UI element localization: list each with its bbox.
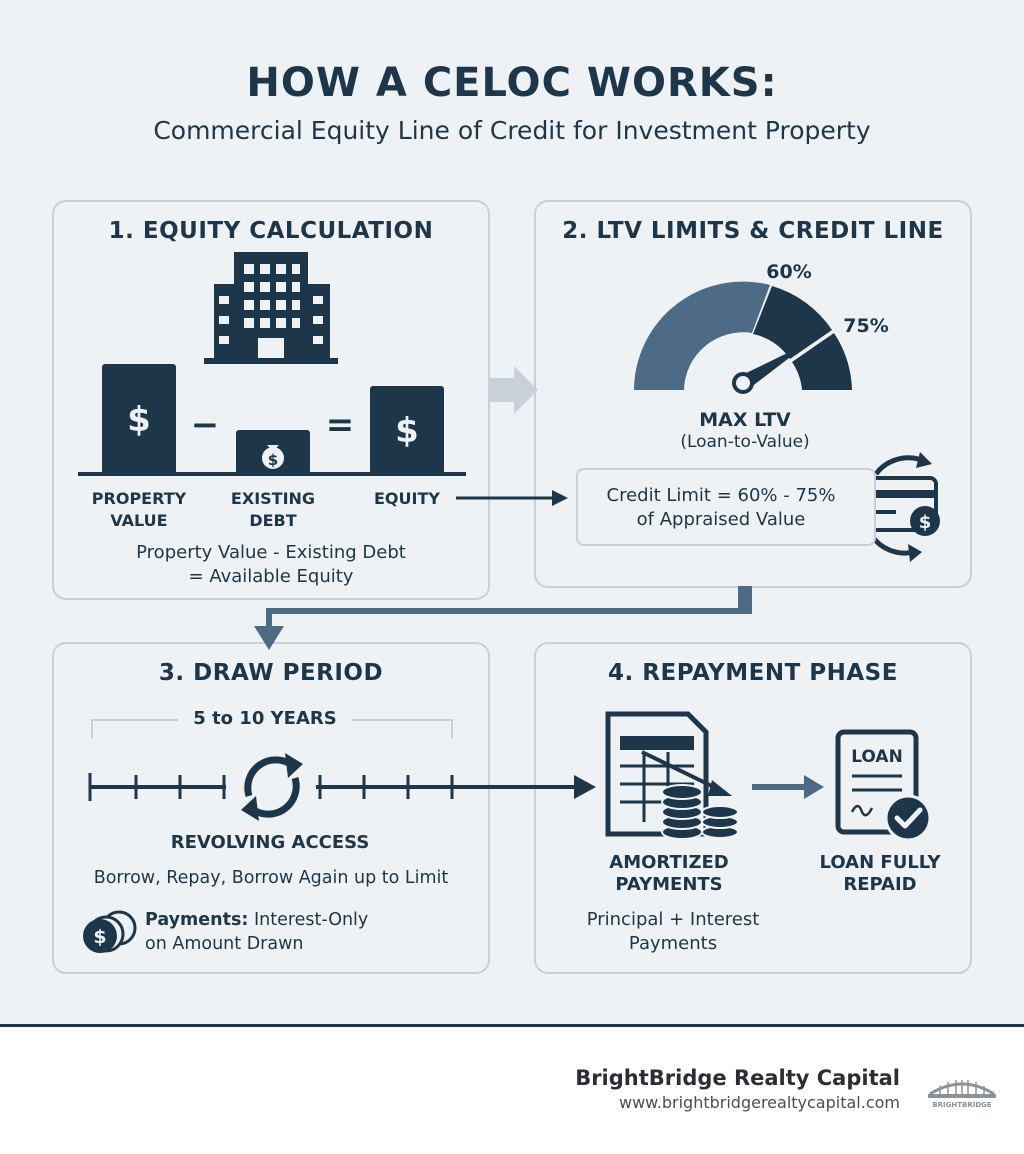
credit-limit-line1: Credit Limit = 60% - 75% xyxy=(606,485,836,506)
panel-title-equity: 1. EQUITY CALCULATION xyxy=(108,218,434,244)
equity-formula-line1: Property Value - Existing Debt xyxy=(136,542,406,563)
payments-line2: on Amount Drawn xyxy=(145,934,304,954)
credit-limit-box xyxy=(576,468,876,546)
loan-document-icon: LOAN xyxy=(835,729,932,842)
minus-sign: − xyxy=(191,405,220,445)
gauge-label-60: 60% xyxy=(766,261,811,283)
draw-timeline xyxy=(88,773,596,801)
ltv-to-draw-connector xyxy=(254,586,752,650)
grey-right-arrow xyxy=(488,366,538,414)
revolving-access-label: REVOLVING ACCESS xyxy=(170,832,370,853)
revolving-cycle-icon xyxy=(241,753,303,821)
amortized-description-line2: Payments xyxy=(628,933,718,954)
equity-formula-line2: = Available Equity xyxy=(188,566,354,587)
credit-card-cycle-icon: $ xyxy=(854,452,940,562)
equity-bar xyxy=(370,386,444,474)
footer-divider xyxy=(0,1024,1024,1027)
panel-title-draw: 3. DRAW PERIOD xyxy=(158,660,384,686)
office-building-icon xyxy=(204,252,338,364)
coin-dollar-sign: $ xyxy=(93,926,106,948)
loan-document-title: LOAN xyxy=(851,747,903,767)
brand-logo-text: BRIGHTBRIDGE xyxy=(932,1101,992,1109)
revolving-description: Borrow, Repay, Borrow Again up to Limit xyxy=(93,868,449,888)
years-bracket xyxy=(91,719,453,738)
subtitle: Commercial Equity Line of Credit for Inv… xyxy=(153,116,871,145)
money-bag-icon xyxy=(262,445,284,469)
equity-label: EQUITY xyxy=(374,489,440,508)
gauge-needle xyxy=(732,342,810,394)
credit-limit-line2: of Appraised Value xyxy=(636,509,806,530)
property-value-bar xyxy=(102,364,176,474)
dollar-sign-equity: $ xyxy=(395,411,419,451)
payments-line1: Payments: Interest-Only xyxy=(145,908,405,932)
panel-title-ltv: 2. LTV LIMITS & CREDIT LINE xyxy=(562,218,944,244)
gauge-label-75: 75% xyxy=(843,315,888,337)
panel-title-repayment: 4. REPAYMENT PHASE xyxy=(608,660,898,686)
max-ltv-label: MAX LTV xyxy=(699,409,791,431)
brand-logo-icon: BRIGHTBRIDGE xyxy=(928,1080,996,1109)
amortization-document-icon xyxy=(605,711,739,840)
equals-sign: = xyxy=(326,405,355,445)
main-title: HOW A CELOC WORKS: xyxy=(246,60,778,106)
graphics-layer: $ $ $ − = 60% 75% $ xyxy=(78,252,940,953)
brand-name: BrightBridge Realty Capital xyxy=(575,1066,900,1090)
dollar-sign-debt: $ xyxy=(268,451,278,469)
amortized-to-repaid-arrow xyxy=(752,775,824,799)
payments-bold-label: Payments: xyxy=(145,910,249,930)
card-dollar-sign: $ xyxy=(919,512,932,533)
brand-url: www.brightbridgerealtycapital.com xyxy=(618,1093,900,1112)
coin-stack-icon: $ xyxy=(83,910,137,953)
years-label: 5 to 10 YEARS xyxy=(193,708,337,729)
dollar-sign-property: $ xyxy=(127,400,151,440)
loan-repaid-label: LOAN FULLY REPAID xyxy=(819,852,941,895)
amortized-payments-label: AMORTIZED PAYMENTS xyxy=(609,852,729,895)
payments-type: Interest-Only xyxy=(248,910,369,930)
equity-to-credit-arrow xyxy=(456,490,568,506)
existing-debt-label: EXISTING DEBT xyxy=(230,489,316,530)
ltv-description: (Loan-to-Value) xyxy=(680,432,810,452)
amortized-description-line1: Principal + Interest xyxy=(586,909,760,930)
property-value-label: PROPERTY VALUE xyxy=(91,489,187,530)
panel-draw-period: 3. DRAW PERIOD xyxy=(52,642,490,974)
ltv-gauge xyxy=(634,281,852,394)
